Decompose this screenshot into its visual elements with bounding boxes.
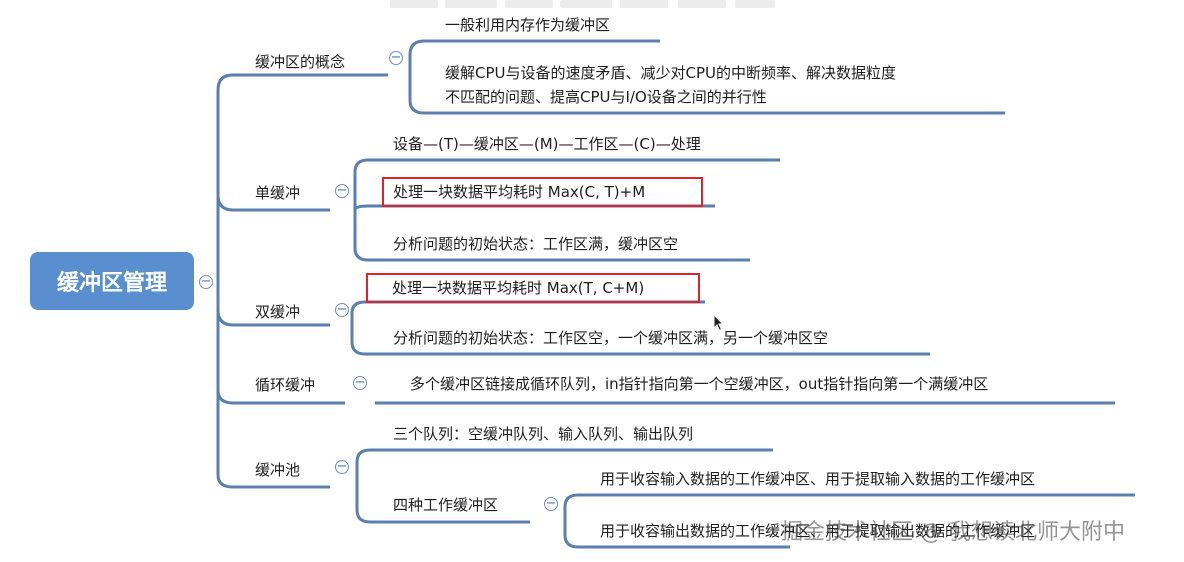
toolbar-fragment xyxy=(560,0,612,8)
collapse-icon[interactable]: − xyxy=(335,459,349,474)
leaf-input-work-buffers: 用于收容输入数据的工作缓冲区、用于提取输入数据的工作缓冲区 xyxy=(600,470,1036,488)
collapse-icon[interactable]: − xyxy=(335,302,349,317)
collapse-icon[interactable]: − xyxy=(199,274,213,289)
branch-buffer-concept[interactable]: 缓冲区的概念 xyxy=(255,53,346,71)
leaf-single-flow: 设备—(T)—缓冲区—(M)—工作区—(C)—处理 xyxy=(393,135,701,153)
toolbar-fragment xyxy=(390,0,438,8)
sub-branch-four-work-buffers[interactable]: 四种工作缓冲区 xyxy=(393,496,499,514)
leaf-three-queues: 三个队列：空缓冲队列、输入队列、输出队列 xyxy=(393,425,694,443)
leaf-memory-as-buffer: 一般利用内存作为缓冲区 xyxy=(445,16,611,34)
toolbar-fragment xyxy=(735,0,775,8)
leaf-buffer-purpose-1: 缓解CPU与设备的速度矛盾、减少对CPU的中断频率、解决数据粒度 xyxy=(445,64,896,82)
toolbar-fragment xyxy=(505,0,553,8)
collapse-icon[interactable]: − xyxy=(353,375,367,390)
leaf-double-time-highlighted: 处理一块数据平均耗时 Max(T, C+M) xyxy=(366,273,700,303)
leaf-circular-queue: 多个缓冲区链接成循环队列，in指针指向第一个空缓冲区，out指针指向第一个满缓冲… xyxy=(410,375,989,393)
toolbar-fragment xyxy=(678,0,726,8)
toolbar-fragment xyxy=(445,0,497,8)
branch-single-buffer[interactable]: 单缓冲 xyxy=(255,184,301,202)
leaf-single-time-highlighted: 处理一块数据平均耗时 Max(C, T)+M xyxy=(382,177,703,207)
branch-double-buffer[interactable]: 双缓冲 xyxy=(255,303,301,321)
leaf-double-initial-state: 分析问题的初始状态：工作区空，一个缓冲区满，另一个缓冲区空 xyxy=(393,329,829,347)
watermark-text: 掘金技术社区 @ 我想读北师大附中 xyxy=(781,520,1125,545)
toolbar-fragment xyxy=(620,0,668,8)
branch-circular-buffer[interactable]: 循环缓冲 xyxy=(255,376,316,394)
branch-buffer-pool[interactable]: 缓冲池 xyxy=(255,461,301,479)
mouse-cursor-icon xyxy=(713,314,725,332)
root-label: 缓冲区管理 xyxy=(56,271,167,296)
root-node[interactable]: 缓冲区管理 xyxy=(30,252,194,310)
leaf-output-work-buffers: 用于收容输出数据的工作缓冲区、用于提取输出数据的工作缓冲区 xyxy=(600,522,1036,540)
collapse-icon[interactable]: − xyxy=(389,50,403,65)
collapse-icon[interactable]: − xyxy=(544,496,558,511)
leaf-single-initial-state: 分析问题的初始状态：工作区满，缓冲区空 xyxy=(393,235,679,253)
leaf-buffer-purpose-2: 不匹配的问题、提高CPU与I/O设备之间的并行性 xyxy=(445,88,767,106)
collapse-icon[interactable]: − xyxy=(335,183,349,198)
